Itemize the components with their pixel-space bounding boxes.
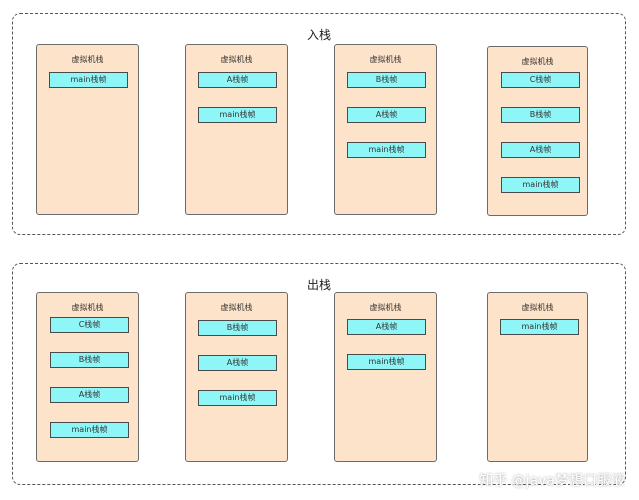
stack-frame: main栈帧: [198, 390, 277, 406]
stack-label: 虚拟机栈: [521, 303, 554, 312]
stack-label: 虚拟机栈: [220, 55, 253, 64]
stack-frame: A栈帧: [198, 355, 277, 371]
stack-frame: main栈帧: [347, 142, 426, 158]
stack-frame: main栈帧: [500, 319, 579, 335]
push-stack-4: 虚拟机栈 C栈帧 B栈帧 A栈帧 main栈帧: [487, 46, 588, 216]
stack-label: 虚拟机栈: [369, 55, 402, 64]
stack-frame: A栈帧: [347, 319, 426, 335]
stack-frame: B栈帧: [501, 107, 580, 123]
stack-frame: C栈帧: [50, 317, 129, 333]
stack-frame: main栈帧: [50, 422, 129, 438]
pop-stack-2: 虚拟机栈 B栈帧 A栈帧 main栈帧: [185, 292, 288, 462]
pop-stack-4: 虚拟机栈 main栈帧: [487, 292, 588, 462]
stack-frame: A栈帧: [198, 72, 277, 88]
stack-label: 虚拟机栈: [220, 303, 253, 312]
stack-frame: A栈帧: [347, 107, 426, 123]
stack-frame: B栈帧: [198, 320, 277, 336]
stack-frame: A栈帧: [50, 387, 129, 403]
stack-label: 虚拟机栈: [369, 303, 402, 312]
stack-frame: B栈帧: [347, 72, 426, 88]
stack-frame: main栈帧: [198, 107, 277, 123]
stack-frame: main栈帧: [49, 72, 128, 88]
push-stack-2: 虚拟机栈 A栈帧 main栈帧: [185, 44, 288, 215]
pop-stack-3: 虚拟机栈 A栈帧 main栈帧: [334, 292, 437, 462]
watermark: 知乎 @java梦想口服液: [479, 473, 625, 489]
stack-label: 虚拟机栈: [71, 55, 104, 64]
stack-frame: B栈帧: [50, 352, 129, 368]
pop-section-title: 出栈: [306, 278, 331, 292]
push-section: 入栈 虚拟机栈 main栈帧 虚拟机栈 A栈帧 main栈帧 虚拟机栈 B栈帧 …: [12, 13, 626, 235]
stack-frame: main栈帧: [501, 177, 580, 193]
stack-frame: main栈帧: [347, 354, 426, 370]
stack-label: 虚拟机栈: [521, 57, 554, 66]
stack-frame: A栈帧: [501, 142, 580, 158]
stack-frame: C栈帧: [501, 72, 580, 88]
pop-stack-1: 虚拟机栈 C栈帧 B栈帧 A栈帧 main栈帧: [36, 292, 139, 462]
pop-section: 出栈 虚拟机栈 C栈帧 B栈帧 A栈帧 main栈帧 虚拟机栈 B栈帧 A栈帧 …: [12, 263, 626, 485]
push-stack-3: 虚拟机栈 B栈帧 A栈帧 main栈帧: [334, 44, 437, 215]
push-section-title: 入栈: [306, 28, 331, 42]
stack-label: 虚拟机栈: [71, 303, 104, 312]
push-stack-1: 虚拟机栈 main栈帧: [36, 44, 139, 215]
